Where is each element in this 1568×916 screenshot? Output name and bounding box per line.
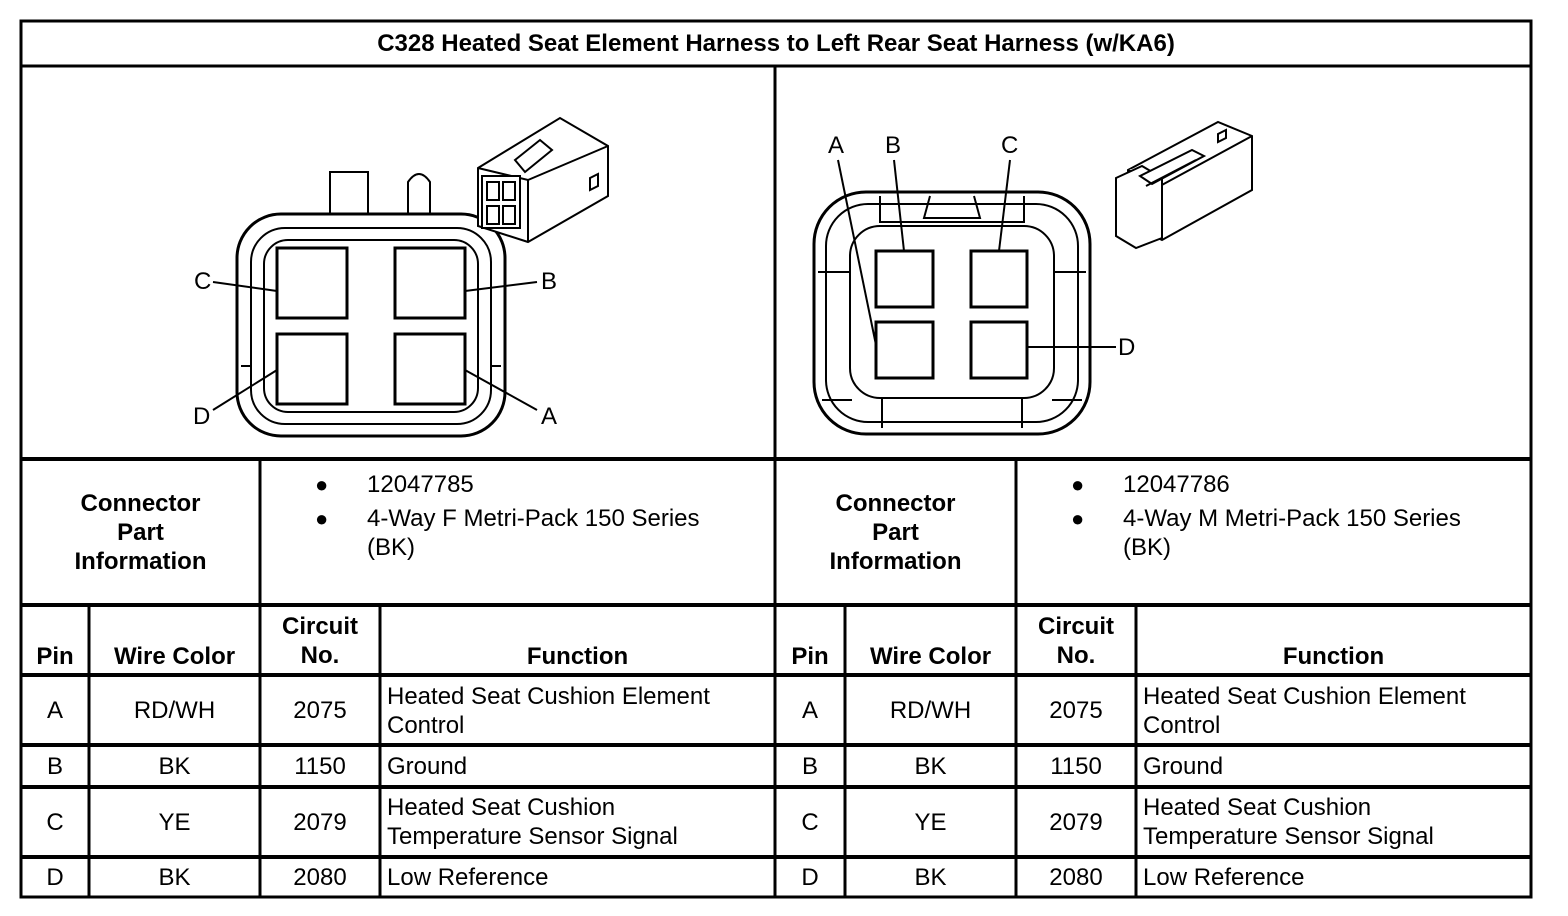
table-cell-circuit: 2080	[293, 863, 347, 891]
header-circuit: Circuit	[1037, 613, 1114, 640]
right-pin-label-b: B	[885, 132, 902, 159]
table-cell-wire: RD/WH	[133, 696, 216, 724]
table-cell-function-cont: Control	[1143, 712, 1221, 739]
table-cell-pin: D	[801, 863, 819, 891]
right-connector-info-label: Connector Part Information	[829, 489, 962, 575]
right-pin-label-a: A	[828, 132, 845, 159]
header-pin: Pin	[791, 643, 829, 670]
table-cell-wire: BK	[158, 752, 191, 780]
table-cell-circuit: 2075	[1049, 696, 1103, 724]
table-cell-function: Heated Seat Cushion	[1143, 794, 1372, 821]
bullet: ●	[315, 506, 329, 531]
right-connector-3d-icon	[1115, 120, 1253, 250]
table-cell-function: Low Reference	[1143, 863, 1305, 891]
table-cell-function-cont: Control	[387, 712, 465, 739]
table-cell-pin: C	[46, 808, 64, 836]
header-circuit: Circuit	[281, 613, 358, 640]
table-cell-wire: BK	[914, 863, 947, 891]
table-cell-wire: RD/WH	[889, 696, 972, 724]
header-pin: Pin	[36, 643, 74, 670]
table-cell-circuit: 2079	[1049, 808, 1103, 836]
table-cell-function: Heated Seat Cushion Element	[1143, 683, 1466, 710]
table-cell-function-cont: Temperature Sensor Signal	[387, 823, 678, 850]
table-cell-function-cont: Temperature Sensor Signal	[1143, 823, 1434, 850]
left-pin-label-c: C	[194, 268, 212, 295]
table-cell-function: Low Reference	[387, 863, 549, 891]
table-cell-circuit: 2080	[1049, 863, 1103, 891]
left-pin-label-b: B	[541, 268, 558, 295]
table-cell-pin: B	[801, 752, 818, 780]
right-part-description: 4-Way M Metri-Pack 150 Series	[1123, 505, 1461, 532]
table-cell-pin: B	[46, 752, 63, 780]
table-cell-circuit: 2079	[293, 808, 347, 836]
page-title: C328 Heated Seat Element Harness to Left…	[377, 30, 1175, 57]
table-cell-pin: A	[801, 696, 818, 724]
table-cell-function: Heated Seat Cushion Element	[387, 683, 710, 710]
header-function: Function	[1282, 643, 1385, 670]
left-connector-3d-icon	[477, 116, 609, 244]
right-part-color: (BK)	[1123, 534, 1171, 561]
header-wire-color: Wire Color	[869, 643, 992, 670]
header-circuit-no: No.	[1056, 642, 1096, 669]
bullet: ●	[315, 472, 329, 497]
table-cell-pin: D	[46, 863, 64, 891]
left-part-color: (BK)	[367, 534, 415, 561]
left-pin-label-a: A	[541, 403, 558, 430]
table-cell-circuit: 2075	[293, 696, 347, 724]
bullet: ●	[1071, 472, 1085, 497]
right-pin-label-d: D	[1118, 334, 1136, 361]
table-cell-wire: YE	[158, 808, 191, 836]
table-cell-wire: BK	[158, 863, 191, 891]
header-circuit-no: No.	[300, 642, 340, 669]
bullet: ●	[1071, 506, 1085, 531]
header-function: Function	[526, 643, 629, 670]
left-connector-face	[212, 171, 538, 438]
left-connector-info-label: Connector Part Information	[74, 489, 207, 575]
table-cell-function: Heated Seat Cushion	[387, 794, 616, 821]
header-wire-color: Wire Color	[113, 643, 236, 670]
right-connector-face	[812, 159, 1116, 436]
left-part-number: 12047785	[367, 471, 474, 498]
table-cell-function: Ground	[387, 752, 468, 780]
left-pin-label-d: D	[193, 403, 211, 430]
right-pin-label-c: C	[1001, 132, 1019, 159]
table-cell-wire: BK	[914, 752, 947, 780]
table-cell-pin: C	[801, 808, 819, 836]
table-cell-wire: YE	[914, 808, 947, 836]
left-part-description: 4-Way F Metri-Pack 150 Series	[367, 505, 700, 532]
table-cell-pin: A	[46, 696, 63, 724]
table-cell-circuit: 1150	[294, 752, 346, 780]
right-part-number: 12047786	[1123, 471, 1230, 498]
table-cell-function: Ground	[1143, 752, 1224, 780]
table-cell-circuit: 1150	[1050, 752, 1102, 780]
